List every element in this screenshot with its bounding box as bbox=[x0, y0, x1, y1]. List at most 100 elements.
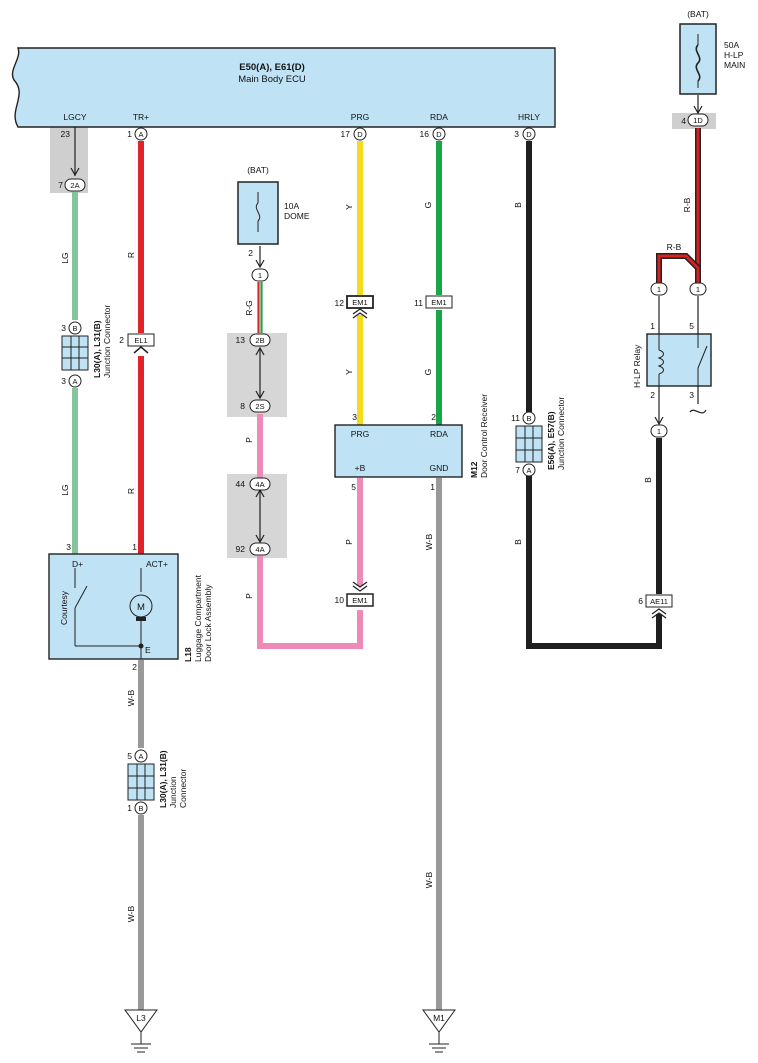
wire-label-rg: R-G bbox=[244, 300, 254, 316]
junction-l30-top-pin-bot: 3 bbox=[61, 376, 66, 386]
ecu-pin-lgcy-label: LGCY bbox=[63, 112, 86, 122]
connector-em1-11: 11 EM1 bbox=[414, 295, 453, 309]
wire-label-p-1: P bbox=[244, 437, 254, 443]
ecu-pin-rda-num: 16 bbox=[420, 129, 430, 139]
wire-wb-left bbox=[138, 660, 144, 1010]
door-lock-assembly: 3 1 D+ ACT+ E Courtesy M 2 L18 Luggage C… bbox=[48, 542, 213, 672]
connector-em1-10-id: EM1 bbox=[352, 596, 367, 605]
junction-l30-top-pin-top: 3 bbox=[61, 323, 66, 333]
door-lock-switch-label: Courtesy bbox=[59, 590, 69, 625]
fuse-hlp-conn: 1D bbox=[693, 116, 703, 125]
ecu-pin-tr-label: TR+ bbox=[133, 112, 149, 122]
ground-l3-label: L3 bbox=[136, 1013, 146, 1023]
wire-label-p-3: P bbox=[344, 539, 354, 545]
ecu-pin-prg-conn: D bbox=[357, 130, 363, 139]
junction-l30-top-name: L30(A), L31(B) bbox=[92, 320, 102, 378]
wire-label-y-1: Y bbox=[344, 204, 354, 210]
connector-4a-92: 92 4A bbox=[236, 542, 271, 556]
connector-dome-out-id: 1 bbox=[258, 271, 262, 280]
wire-label-b-2: B bbox=[513, 539, 523, 545]
junction-l30-bottom-sub1: Junction bbox=[168, 776, 178, 808]
ecu-pin-rda-conn: D bbox=[436, 130, 442, 139]
connector-em1-11-id: EM1 bbox=[431, 298, 446, 307]
ecu-pin-rda-label: RDA bbox=[430, 112, 448, 122]
junction-e56-pin-bot: 7 bbox=[515, 465, 520, 475]
ecu-pin-tr-num: 1 bbox=[127, 129, 132, 139]
door-lock-motor: M bbox=[137, 602, 145, 613]
receiver-pin-prg: 3 bbox=[352, 412, 357, 422]
connector-rb-right: 1 bbox=[689, 282, 707, 296]
connector-em1-12-pin: 12 bbox=[335, 298, 345, 308]
receiver-name: Door Control Receiver bbox=[479, 394, 489, 478]
junction-l30-bottom-conn-bot: B bbox=[138, 804, 143, 813]
connector-el1-id: EL1 bbox=[134, 336, 147, 345]
connector-em1-10-pin: 10 bbox=[335, 595, 345, 605]
receiver-rda: RDA bbox=[430, 429, 448, 439]
ecu-connectors: E50(A), E61(D) bbox=[239, 62, 304, 73]
ecu-pin-tr-conn: A bbox=[138, 130, 143, 139]
connector-relay-out: 1 bbox=[650, 424, 668, 438]
junction-e56-conn-top: B bbox=[526, 414, 531, 423]
junction-e56-conn-bot: A bbox=[526, 466, 531, 475]
connector-el1-pin: 2 bbox=[119, 335, 124, 345]
connector-2a: 7 2A bbox=[58, 178, 86, 192]
relay-pin2: 2 bbox=[650, 390, 655, 400]
door-lock-name1: Luggage Compartment bbox=[193, 574, 203, 662]
door-lock-name2: Door Lock Assembly bbox=[203, 584, 213, 662]
wire-rg bbox=[257, 282, 263, 333]
connector-4a-92-pin: 92 bbox=[236, 544, 246, 554]
fuse-dome-pin: 2 bbox=[248, 248, 253, 258]
wire-label-rb-2: R-B bbox=[667, 242, 682, 252]
junction-e56: 11 B 7 A E56(A), E57(B) Junction Connect… bbox=[511, 397, 566, 477]
main-body-ecu: E50(A), E61(D) Main Body ECU LGCY TR+ PR… bbox=[11, 47, 556, 128]
fuse-hlp-main: (BAT) 50A H-LP MAIN 4 1D bbox=[679, 9, 745, 127]
wire-label-wb-3: W-B bbox=[424, 533, 434, 550]
relay-pin5: 5 bbox=[689, 321, 694, 331]
connector-em1-11-pin: 11 bbox=[414, 298, 423, 308]
junction-e56-name: E56(A), E57(B) bbox=[546, 411, 556, 470]
door-lock-pin-d: 3 bbox=[66, 542, 71, 552]
junction-e56-pin-top: 11 bbox=[511, 413, 520, 423]
connector-rb-left: 1 bbox=[650, 282, 668, 296]
ground-m1-label: M1 bbox=[433, 1013, 445, 1023]
receiver-gnd: GND bbox=[430, 463, 449, 473]
connector-ae11-id: AE11 bbox=[650, 597, 668, 606]
junction-l30-bottom-conn-top: A bbox=[138, 752, 143, 761]
connector-em1-10: 10 EM1 bbox=[335, 581, 374, 607]
receiver-prg: PRG bbox=[351, 429, 369, 439]
connector-2b-id: 2B bbox=[255, 336, 264, 345]
junction-l30-bottom: 5 A 1 B L30(A), L31(B) Junction Connecto… bbox=[127, 749, 188, 815]
connector-ae11: 6 AE11 bbox=[638, 594, 673, 619]
ecu-pin-prg-label: PRG bbox=[351, 112, 369, 122]
connector-2s: 8 2S bbox=[240, 399, 271, 413]
ecu-pin-lgcy-num: 23 bbox=[61, 129, 71, 139]
junction-l30-top-conn-bot: A bbox=[72, 377, 77, 386]
door-lock-label-d: D+ bbox=[72, 559, 83, 569]
door-lock-label-e: E bbox=[145, 645, 151, 655]
fuse-dome-name: DOME bbox=[284, 211, 310, 221]
ecu-pin-hrly-conn: D bbox=[526, 130, 532, 139]
junction-l30-top-conn-top: B bbox=[72, 324, 77, 333]
relay-pin3: 3 bbox=[689, 390, 694, 400]
door-lock-id: L18 bbox=[183, 647, 193, 662]
receiver-id: M12 bbox=[469, 461, 479, 478]
wire-label-r-2: R bbox=[126, 488, 136, 494]
connector-2a-pin: 7 bbox=[58, 180, 63, 190]
junction-l30-bottom-pin-bot: 1 bbox=[127, 803, 132, 813]
fuse-hlp-name2: MAIN bbox=[724, 60, 745, 70]
wire-label-wb-4: W-B bbox=[424, 871, 434, 888]
connector-ae11-pin: 6 bbox=[638, 596, 643, 606]
connector-rb-right-id: 1 bbox=[696, 285, 700, 294]
wire-label-b-3: B bbox=[643, 477, 653, 483]
connector-el1: 2 EL1 bbox=[119, 333, 155, 354]
fuse-dome-source: (BAT) bbox=[247, 165, 269, 175]
wire-label-p-2: P bbox=[244, 593, 254, 599]
connector-2a-id: 2A bbox=[70, 181, 79, 190]
connector-em1-12: 12 EM1 bbox=[335, 295, 374, 319]
receiver-pin-gnd: 1 bbox=[430, 482, 435, 492]
wire-label-lg-2: LG bbox=[60, 484, 70, 495]
fuse-hlp-source: (BAT) bbox=[687, 9, 709, 19]
ecu-name: Main Body ECU bbox=[238, 74, 306, 85]
receiver-pin-rda: 2 bbox=[431, 412, 436, 422]
